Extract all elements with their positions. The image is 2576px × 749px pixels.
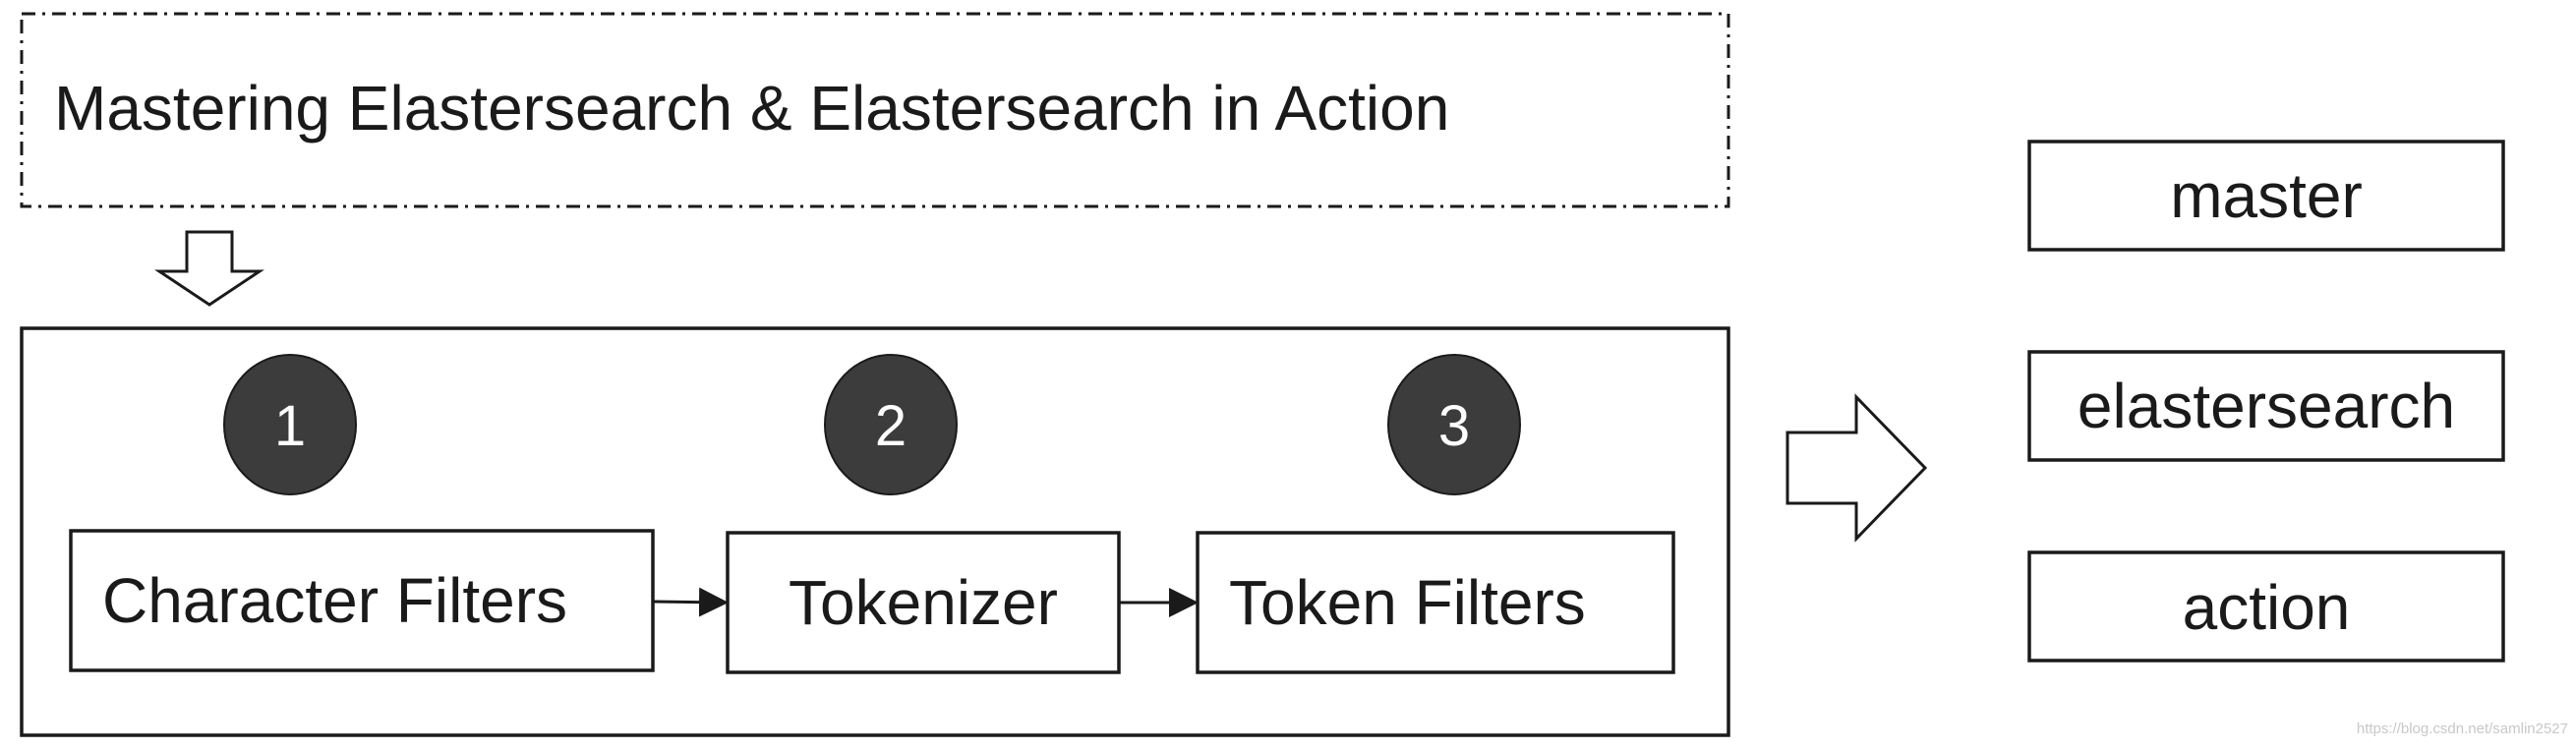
tokenizer-label: Tokenizer [789,567,1058,638]
output-term-action: action [2027,550,2505,663]
step-number: 1 [274,394,306,458]
output-term-label: master [2170,160,2363,231]
tokenizer-box: Tokenizer [726,531,1121,674]
step-number: 2 [875,394,907,458]
step-number: 3 [1438,394,1470,458]
step-badge-2: 2 [824,354,958,495]
character-filters-box: Character Filters [69,529,655,672]
character-filters-label: Character Filters [102,565,567,636]
input-text: Mastering Elastersearch & Elastersearch … [54,73,1449,144]
arrow-char-to-tokenizer [652,587,729,617]
step-badge-3: 3 [1387,354,1521,495]
step-badge-1: 1 [223,354,357,495]
token-filters-box: Token Filters [1196,531,1675,674]
output-term-elastersearch: elastersearch [2027,350,2505,462]
token-filters-label: Token Filters [1229,567,1586,638]
down-arrow-icon [154,230,264,307]
right-arrow-icon [1786,393,1928,543]
output-term-master: master [2027,140,2505,252]
input-text-box [20,12,1730,208]
output-term-label: elastersearch [2078,371,2455,441]
analyzer-container [20,326,1730,737]
watermark: https://blog.csdn.net/samlin2527 [2357,720,2568,737]
output-term-label: action [2183,572,2351,643]
